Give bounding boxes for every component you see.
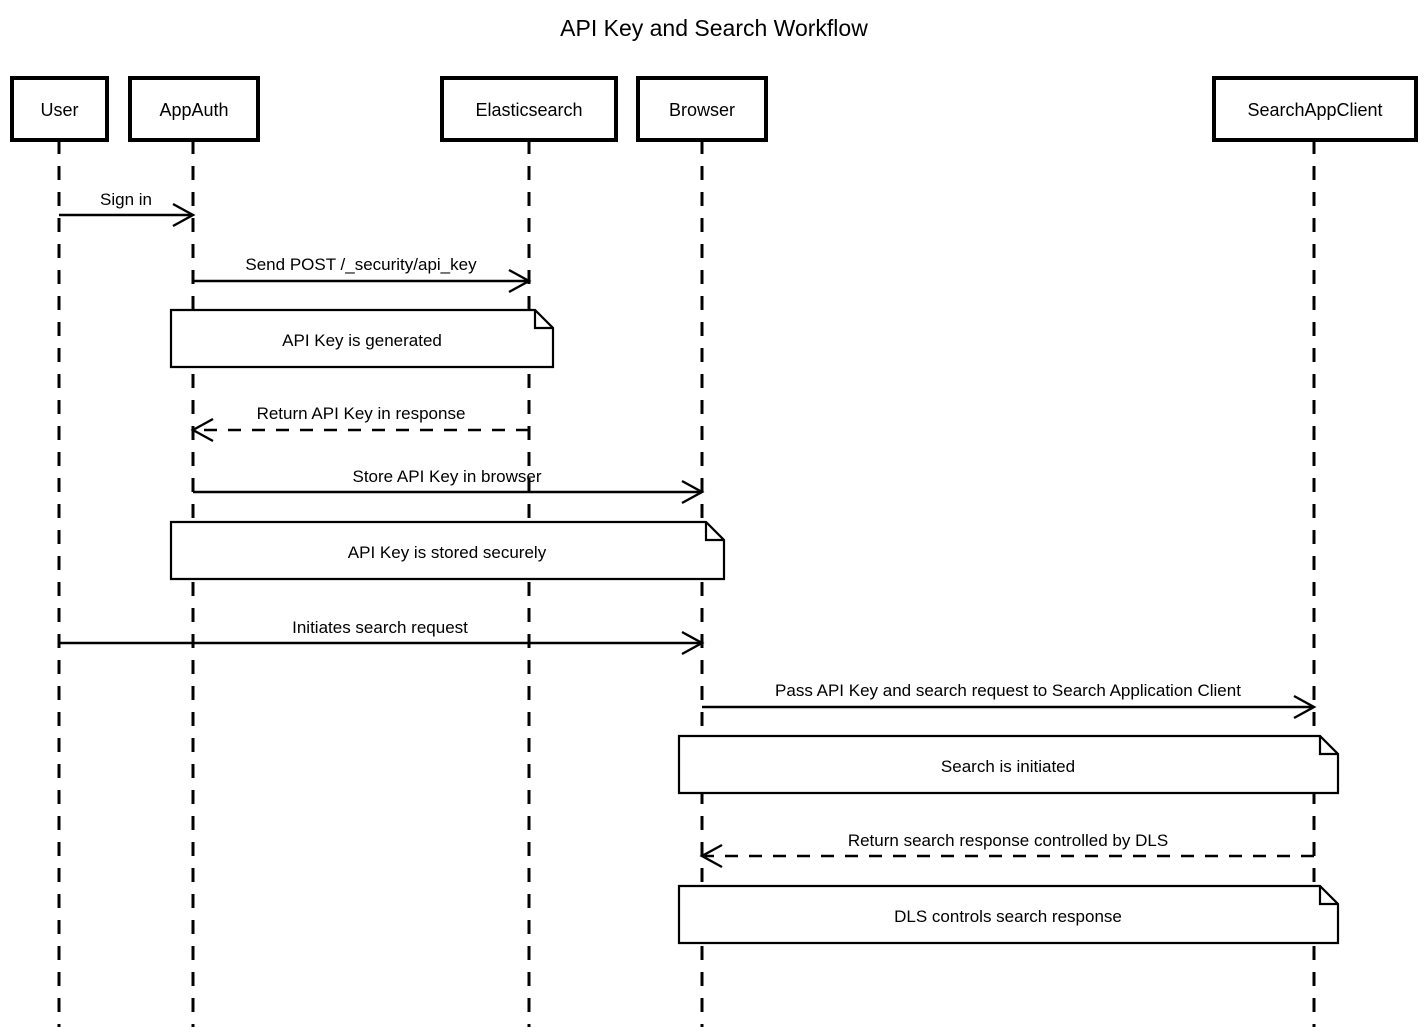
note-fold-corner-icon (704, 522, 724, 542)
message-label: Pass API Key and search request to Searc… (775, 681, 1241, 700)
note-body (169, 308, 555, 369)
participant-searchapp[interactable]: SearchAppClient (1212, 76, 1418, 142)
note-api-key-is-generated: API Key is generated (169, 308, 555, 369)
arrow-head-icon (190, 417, 214, 443)
participant-label-elastic: Elasticsearch (475, 100, 582, 120)
arrow-head-icon (1293, 694, 1317, 720)
participant-box-appauth[interactable] (128, 76, 260, 142)
note-label: API Key is generated (282, 331, 442, 350)
note-fold-corner-icon (533, 310, 553, 330)
message-store-api-key-in-browser: Store API Key in browser (193, 467, 705, 505)
participant-user[interactable]: User (10, 76, 109, 142)
message-label: Sign in (100, 190, 152, 209)
message-return-api-key-in-response: Return API Key in response (190, 404, 529, 443)
participant-label-appauth: AppAuth (159, 100, 228, 120)
message-sign-in: Sign in (59, 190, 196, 228)
message-label: Initiates search request (292, 618, 468, 637)
note-body (169, 520, 726, 581)
participant-label-searchapp: SearchAppClient (1247, 100, 1382, 120)
participant-browser[interactable]: Browser (636, 76, 768, 142)
arrow-head-icon (681, 630, 705, 656)
message-label: Return search response controlled by DLS (848, 831, 1168, 850)
note-fold-corner-icon (1318, 886, 1338, 906)
participant-label-user: User (40, 100, 78, 120)
message-pass-api-key-and-search-request-to-search-applic: Pass API Key and search request to Searc… (702, 681, 1317, 720)
note-dls-controls-search-response: DLS controls search response (677, 884, 1340, 945)
message-initiates-search-request: Initiates search request (59, 618, 705, 656)
messages-layer: Sign in Send POST /_security/api_keyRetur… (59, 190, 1317, 869)
message-label: Return API Key in response (257, 404, 466, 423)
note-body (677, 884, 1340, 945)
participant-box-elastic[interactable] (440, 76, 618, 142)
note-label: API Key is stored securely (348, 543, 547, 562)
message-label: Store API Key in browser (353, 467, 542, 486)
message-send-post-security-api-key: Send POST /_security/api_key (193, 255, 532, 294)
arrow-head-icon (699, 843, 723, 869)
arrow-head-icon (508, 268, 532, 294)
arrow-head-icon (681, 479, 705, 505)
arrow-head-icon (172, 202, 196, 228)
message-label: Send POST /_security/api_key (245, 255, 477, 274)
diagram-title-layer: API Key and Search Workflow (560, 15, 868, 41)
participant-appauth[interactable]: AppAuth (128, 76, 260, 142)
participant-elastic[interactable]: Elasticsearch (440, 76, 618, 142)
participant-box-user[interactable] (10, 76, 109, 142)
note-label: DLS controls search response (894, 907, 1122, 926)
participants-layer: User AppAuth Elasticsearch Browser SearchApp… (10, 76, 1418, 142)
note-search-is-initiated: Search is initiated (677, 734, 1340, 795)
lifelines-layer (57, 140, 1316, 1027)
note-body (677, 734, 1340, 795)
note-fold-corner-icon (1318, 736, 1338, 756)
note-api-key-is-stored-securely: API Key is stored securely (169, 520, 726, 581)
note-label: Search is initiated (941, 757, 1075, 776)
page-title: API Key and Search Workflow (560, 15, 868, 41)
message-return-search-response-controlled-by-dls: Return search response controlled by DLS (699, 831, 1314, 869)
participant-box-browser[interactable] (636, 76, 768, 142)
participant-label-browser: Browser (669, 100, 735, 120)
participant-box-searchapp[interactable] (1212, 76, 1418, 142)
